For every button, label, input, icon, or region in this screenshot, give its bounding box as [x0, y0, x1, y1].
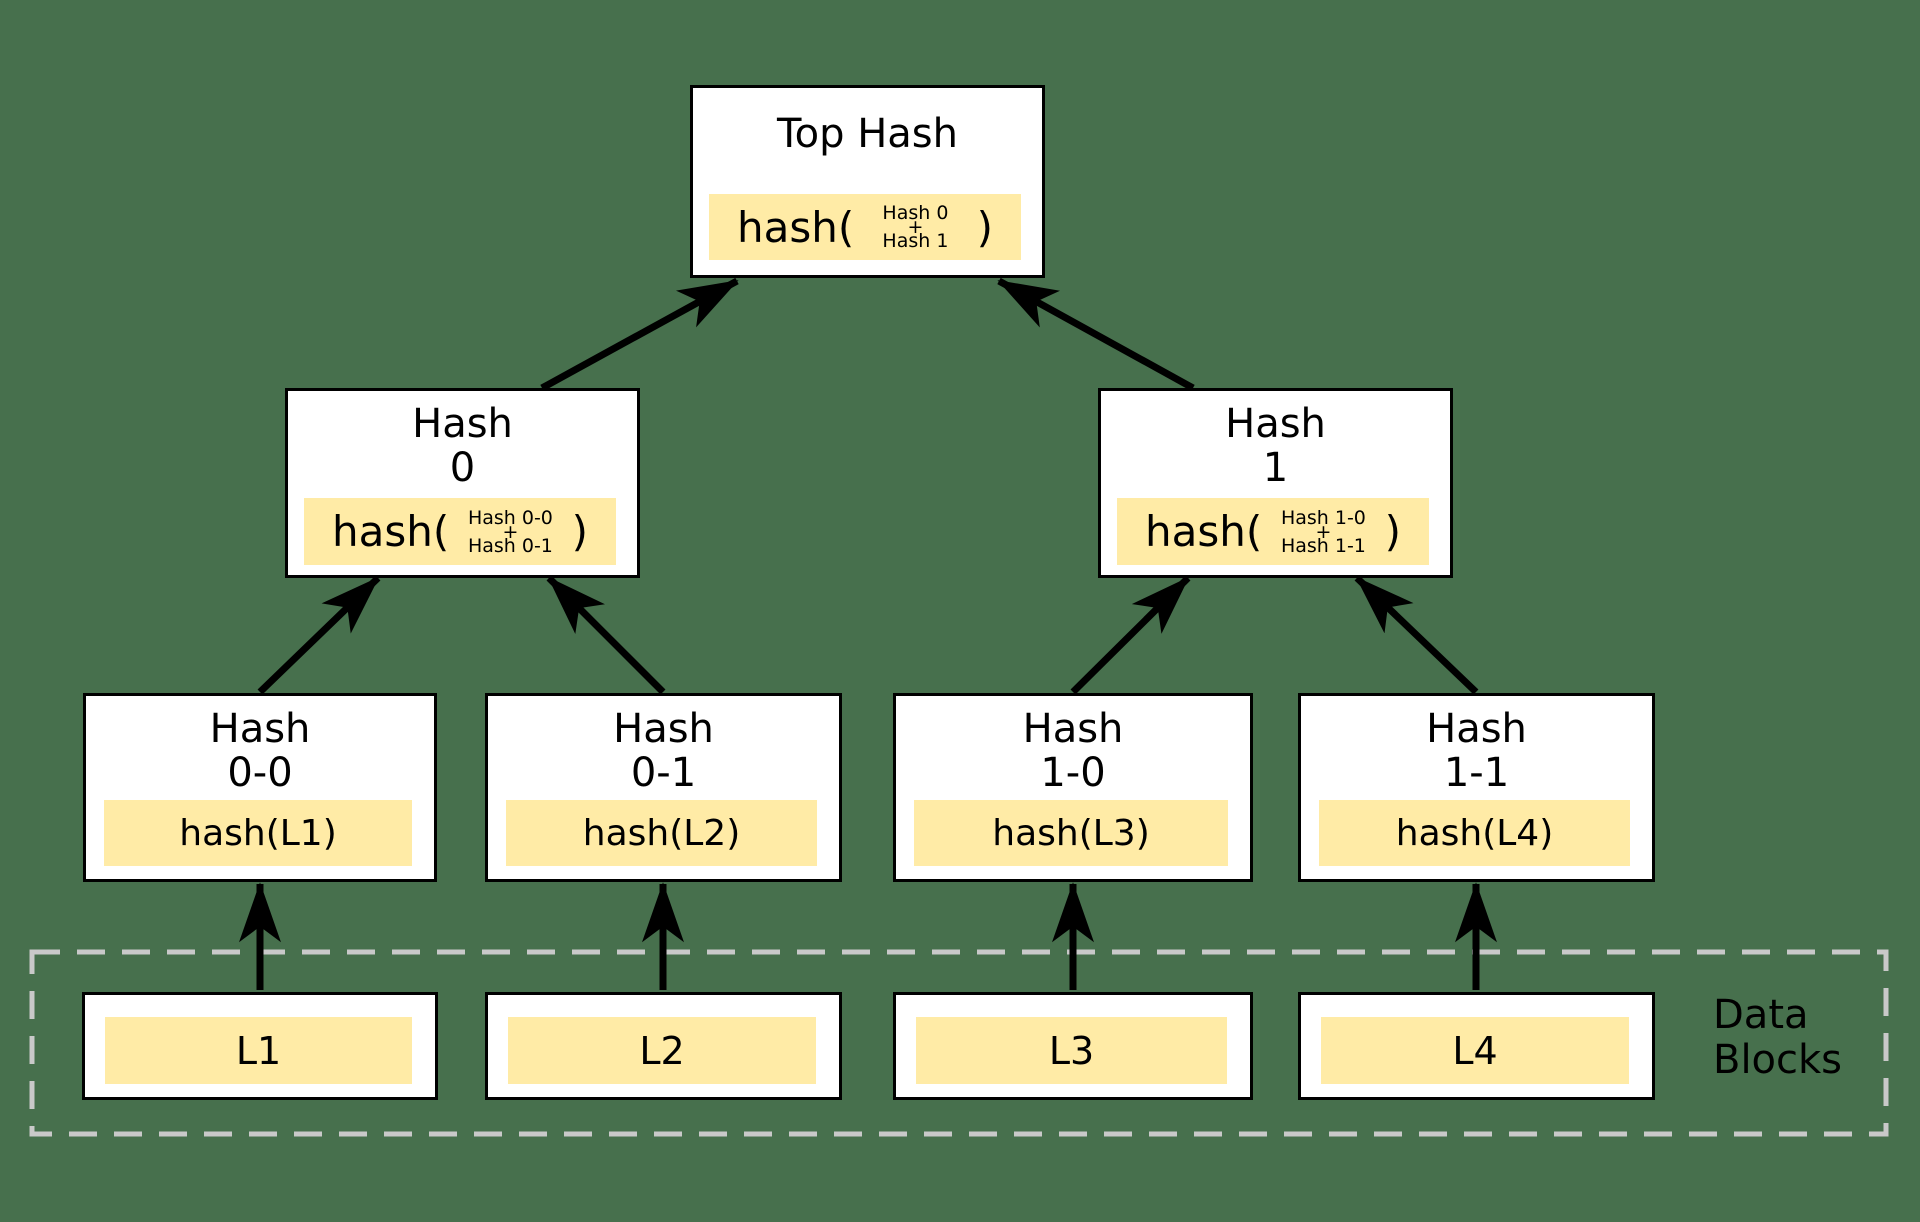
node-hash-0: Hash 0 hash( Hash 0-0 + Hash 0-1 )	[285, 388, 640, 578]
hash-formula-highlight: hash(L2)	[506, 800, 817, 866]
hash-close-paren: )	[1384, 507, 1401, 556]
hash-arg-2: Hash 1-1	[1280, 534, 1366, 557]
data-block-label: L1	[105, 1017, 412, 1084]
hash-arg-2: Hash 1	[882, 230, 949, 252]
hash-formula-highlight: hash(L1)	[104, 800, 412, 866]
hash-arg-1: Hash 1-0	[1280, 506, 1366, 529]
node-title: Hash 1-1	[1426, 706, 1527, 796]
node-title: Hash 0	[412, 401, 513, 491]
arrow-hash1-to-top	[997, 277, 1195, 392]
hash-fn-text: hash(	[332, 507, 450, 556]
data-block-l1: L1	[82, 992, 438, 1100]
hash-formula-highlight: hash(L4)	[1319, 800, 1630, 866]
hash-formula-highlight: hash(L3)	[914, 800, 1228, 866]
node-title: Top Hash	[777, 111, 958, 157]
data-block-l4: L4	[1298, 992, 1655, 1100]
arrow-hash01-to-hash0	[546, 575, 666, 695]
node-hash-0-1: Hash 0-1 hash(L2)	[485, 693, 842, 882]
plus-operator: +	[1315, 520, 1332, 543]
hash-arg-1: Hash 0	[882, 202, 949, 224]
data-block-label: L3	[916, 1017, 1227, 1084]
arrow-hash00-to-hash0	[257, 575, 381, 695]
node-title: Hash 0-0	[209, 706, 311, 796]
node-hash-1-1: Hash 1-1 hash(L4)	[1298, 693, 1655, 882]
hash-formula-highlight: hash( Hash 1-0 + Hash 1-1 )	[1117, 498, 1429, 565]
hash-formula-highlight: hash( Hash 0-0 + Hash 0-1 )	[304, 498, 616, 565]
data-block-l2: L2	[485, 992, 842, 1100]
hash-formula-highlight: hash( Hash 0 + Hash 1 )	[709, 194, 1021, 260]
plus-operator: +	[502, 520, 519, 543]
hash-args: Hash 1-0 + Hash 1-1	[1262, 508, 1384, 555]
hash-arg-1: Hash 0-0	[467, 506, 553, 529]
arrow-hash10-to-hash1	[1070, 575, 1191, 695]
data-blocks-label: Data Blocks	[1713, 992, 1843, 1083]
hash-close-paren: )	[976, 202, 993, 252]
hash-args: Hash 0-0 + Hash 0-1	[449, 508, 571, 555]
hash-fn-text: hash(	[1145, 507, 1263, 556]
data-block-l3: L3	[893, 992, 1253, 1100]
hash-close-paren: )	[571, 507, 588, 556]
hash-fn-text: hash(	[737, 202, 855, 252]
node-title: Hash 0-1	[613, 706, 714, 796]
data-block-label: L2	[508, 1017, 816, 1084]
plus-operator: +	[907, 216, 924, 238]
arrow-hash11-to-hash1	[1354, 575, 1479, 695]
arrow-hash0-to-top	[540, 277, 739, 392]
data-block-label: L4	[1321, 1017, 1629, 1084]
hash-arg-2: Hash 0-1	[467, 534, 553, 557]
node-hash-0-0: Hash 0-0 hash(L1)	[83, 693, 437, 882]
hash-args: Hash 0 + Hash 1	[854, 204, 976, 251]
node-title: Hash 1-0	[1022, 706, 1124, 796]
node-hash-1-0: Hash 1-0 hash(L3)	[893, 693, 1253, 882]
node-top-hash: Top Hash hash( Hash 0 + Hash 1 )	[690, 85, 1045, 278]
node-title: Hash 1	[1225, 401, 1326, 491]
node-hash-1: Hash 1 hash( Hash 1-0 + Hash 1-1 )	[1098, 388, 1453, 578]
